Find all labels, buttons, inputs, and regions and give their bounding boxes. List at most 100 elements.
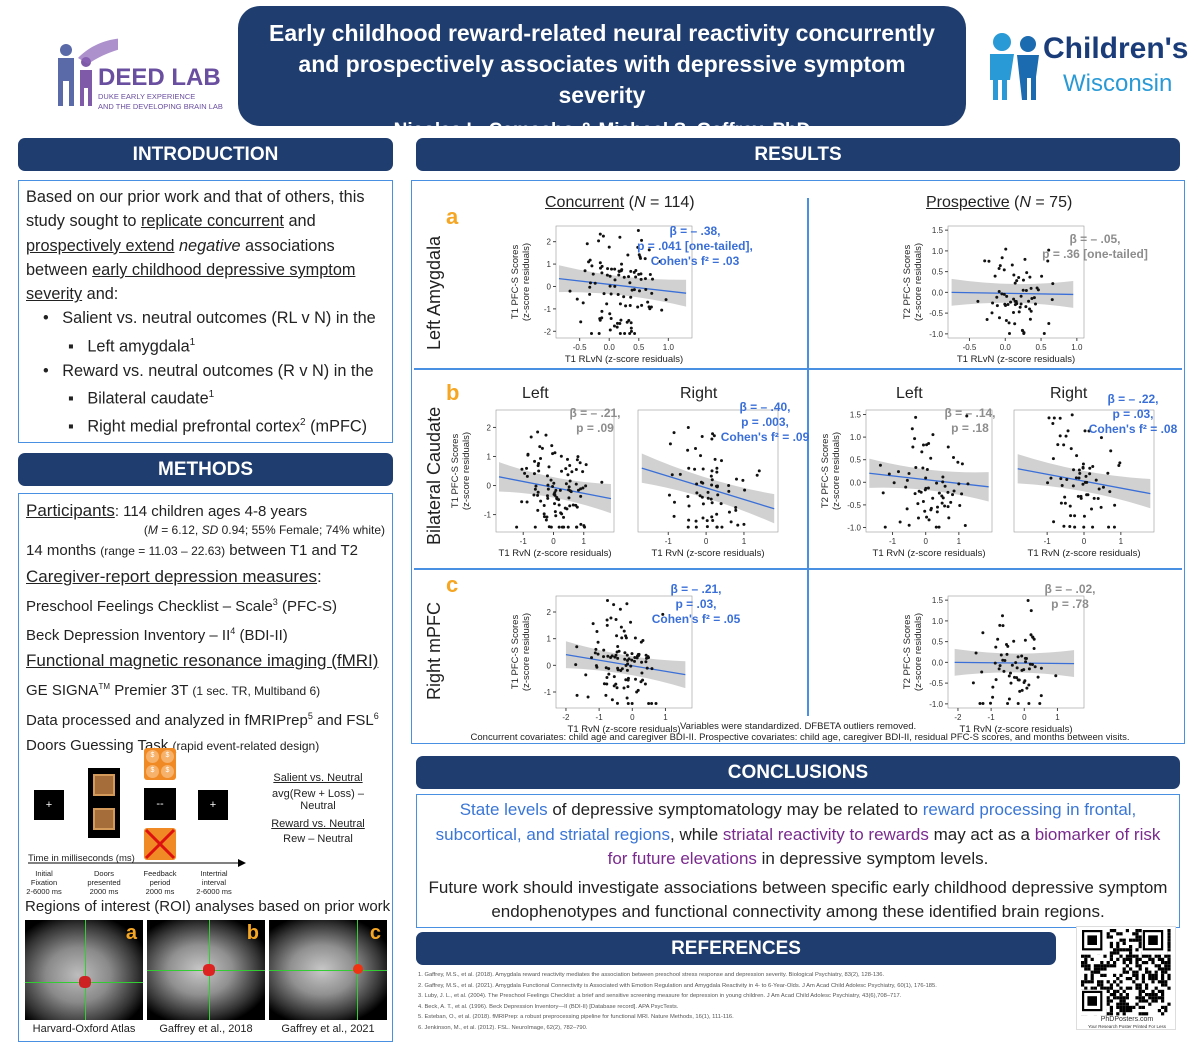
- data-point: [612, 324, 616, 328]
- data-point: [1015, 666, 1019, 670]
- conclusion-2: Future work should investigate associati…: [428, 877, 1168, 922]
- intro-subbullet: ▪ Left amygdala1: [68, 336, 196, 356]
- data-point: [883, 525, 887, 529]
- sponsor-sub: Wisconsin: [1063, 70, 1173, 97]
- y-axis-label: (z-score residuals): [913, 243, 924, 321]
- data-point: [554, 514, 558, 518]
- salient-label: Salient vs. Neutral: [273, 772, 363, 784]
- data-point: [591, 272, 595, 276]
- data-point: [1085, 493, 1089, 497]
- data-point: [624, 304, 628, 308]
- data-point: [670, 473, 674, 477]
- y-tick-label: 0.5: [932, 268, 944, 277]
- fit-line: [641, 467, 775, 510]
- concurrent-heading: Concurrent (N = 114): [545, 194, 695, 211]
- row-letter-b: b: [446, 380, 460, 405]
- data-point: [1081, 482, 1085, 486]
- data-point: [640, 671, 644, 675]
- data-point: [947, 516, 951, 520]
- data-point: [600, 271, 604, 275]
- data-point: [575, 458, 579, 462]
- data-point: [993, 661, 997, 665]
- data-point: [701, 516, 705, 520]
- reference-item: 2. Gaffrey, M.S., et al. (2021). Amygdal…: [418, 982, 937, 989]
- sponsor-name: Children's: [1043, 32, 1189, 65]
- data-point: [533, 459, 537, 463]
- data-point: [616, 644, 620, 648]
- data-point: [595, 629, 599, 633]
- data-point: [627, 657, 631, 661]
- data-point: [629, 620, 633, 624]
- participants-line: Participants: 114 children ages 4-8 year…: [26, 501, 308, 520]
- data-point: [700, 495, 704, 499]
- data-point: [602, 682, 606, 686]
- fixation-screen: +: [34, 790, 64, 820]
- data-point: [598, 318, 602, 322]
- data-point: [576, 488, 580, 492]
- fit-line: [951, 291, 1074, 296]
- data-point: [1017, 276, 1021, 280]
- data-point: [607, 672, 611, 676]
- data-point: [698, 494, 702, 498]
- data-point: [694, 519, 698, 523]
- x-axis-label: T1 RvN (z-score residuals): [499, 548, 612, 559]
- data-point: [736, 523, 740, 527]
- data-point: [686, 448, 690, 452]
- data-point: [949, 500, 953, 504]
- data-point: [575, 645, 579, 649]
- data-point: [1030, 662, 1034, 666]
- data-point: [1099, 436, 1103, 440]
- data-point: [568, 489, 572, 493]
- data-point: [991, 695, 995, 699]
- data-point: [709, 497, 713, 501]
- stat-line: p = .18: [951, 421, 989, 435]
- conclusion-1: State levels of depressive symptomatolog…: [435, 800, 1161, 868]
- data-point: [630, 658, 634, 662]
- data-point: [1018, 689, 1022, 693]
- data-point: [634, 275, 638, 279]
- x-tick-label: 0: [1082, 537, 1087, 546]
- y-tick-label: 1: [547, 260, 552, 269]
- data-point: [584, 484, 588, 488]
- data-point: [946, 445, 950, 449]
- x-axis-label: T1 RLvN (z-score residuals): [957, 354, 1075, 365]
- data-point: [734, 508, 738, 512]
- data-point: [1002, 268, 1006, 272]
- data-point: [988, 701, 992, 705]
- data-point: [1029, 309, 1033, 313]
- data-point: [1117, 463, 1121, 467]
- data-point: [924, 476, 928, 480]
- data-point: [1065, 478, 1069, 482]
- data-point: [1012, 273, 1016, 277]
- data-point: [620, 268, 624, 272]
- data-point: [743, 488, 747, 492]
- data-point: [742, 522, 746, 526]
- data-point: [536, 493, 540, 497]
- data-point: [921, 443, 925, 447]
- y-tick-label: 1: [547, 635, 552, 644]
- intro-subbullet: ▪ Right medial prefrontal cortex2 (mPFC): [68, 416, 368, 435]
- data-point: [575, 297, 579, 301]
- stat-line: p = .78: [1051, 597, 1089, 611]
- intro-bullet: • Reward vs. neutral outcomes (R v N) in…: [43, 361, 374, 380]
- data-point: [904, 485, 908, 489]
- data-point: [994, 645, 998, 649]
- sponsor-logo: Children's Wisconsin: [985, 26, 1189, 106]
- data-point: [620, 262, 624, 266]
- x-axis-label: T1 RvN (z-score residuals): [568, 724, 681, 735]
- data-point: [532, 493, 536, 497]
- data-point: [1014, 299, 1018, 303]
- data-point: [605, 618, 609, 622]
- y-tick-label: 0.0: [850, 478, 862, 487]
- data-point: [618, 302, 622, 306]
- data-point: [588, 281, 592, 285]
- data-point: [664, 298, 668, 302]
- data-point: [1012, 639, 1016, 643]
- data-point: [1064, 434, 1068, 438]
- data-point: [1024, 289, 1028, 293]
- data-point: [1107, 525, 1111, 529]
- data-point: [559, 511, 563, 515]
- data-point: [996, 637, 1000, 641]
- data-point: [1070, 413, 1074, 417]
